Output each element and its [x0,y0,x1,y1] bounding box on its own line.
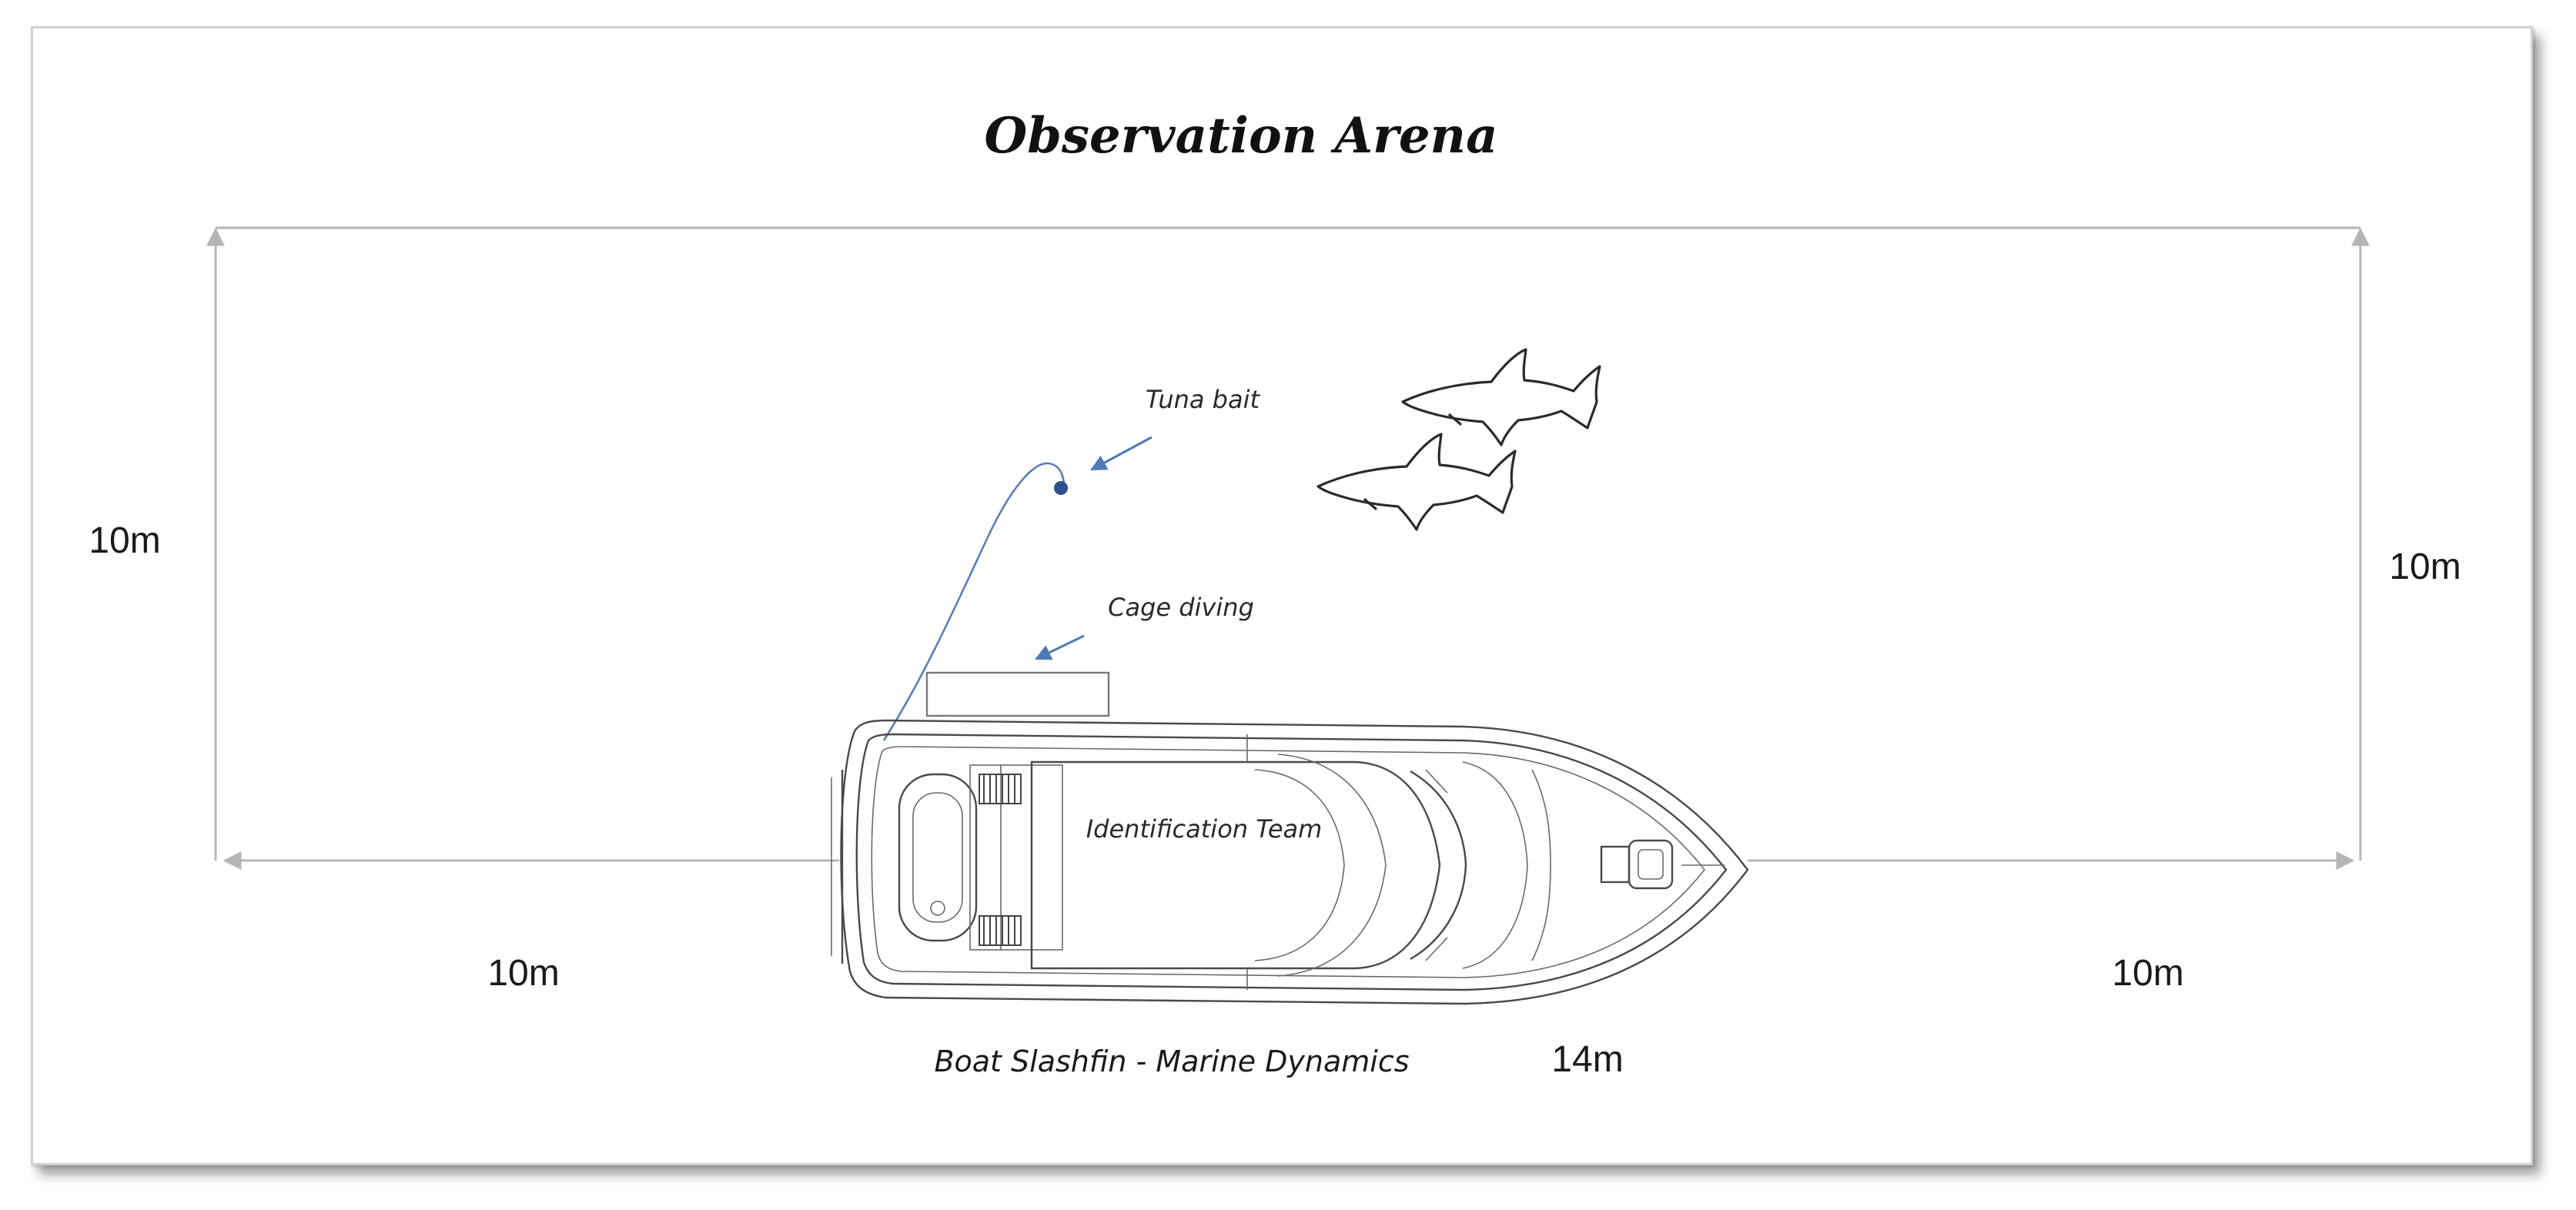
tuna-bait-pointer [1090,436,1153,471]
cage-diving-label: Cage diving [1108,593,1254,622]
boat-cabin [1030,760,1441,970]
diving-cage [925,671,1110,717]
stairs-top [979,774,1022,804]
shark-icon [1401,348,1601,446]
tender-dinghy [898,773,978,942]
stairs-bottom [979,915,1022,946]
right-height-label: 10m [2389,547,2461,587]
arena-boundary [206,226,2370,870]
boat-length-label: 14m [1551,1039,1623,1080]
tuna-bait-dot [1054,481,1068,495]
boat-top-view [831,719,1749,1005]
diagram-title: Observation Arena [984,107,1497,165]
identification-team-label: Identification Team [1086,814,1323,844]
left-height-label: 10m [89,520,160,561]
cage-diving-pointer [1035,634,1085,660]
bottom-left-width-label: 10m [487,953,559,994]
bow-hatch [1600,839,1674,890]
bottom-right-width-label: 10m [2112,953,2183,994]
tuna-bait-label: Tuna bait [1146,385,1260,414]
boat-name-label: Boat Slashfin - Marine Dynamics [934,1045,1409,1078]
shark-icon [1316,433,1517,531]
bait-line [882,462,1066,741]
